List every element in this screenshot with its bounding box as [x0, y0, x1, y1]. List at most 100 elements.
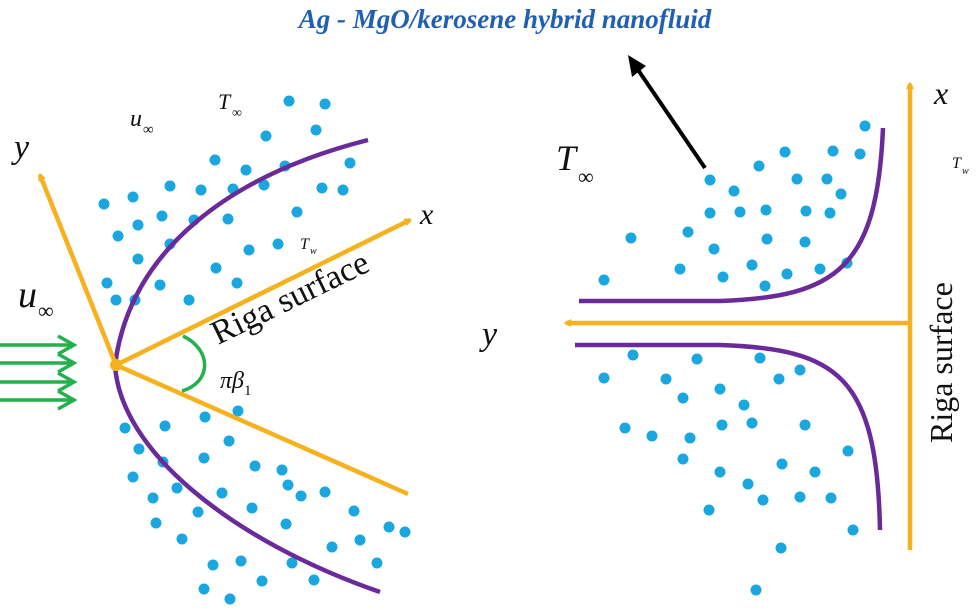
left-x-label: x [419, 198, 434, 231]
nanoparticle-dot [280, 518, 292, 530]
nanoparticle-dot [716, 419, 728, 431]
nanoparticle-dot [112, 230, 124, 242]
nanoparticle-dot [199, 411, 211, 423]
nanoparticle-dot [159, 420, 171, 432]
flow-arrow-4-head [57, 389, 78, 411]
nanoparticle-dot [814, 263, 826, 275]
nanoparticle-dot [809, 466, 821, 478]
nanoparticle-dot [703, 504, 715, 516]
infinity-subscript: ∞ [143, 122, 154, 138]
nanoparticle-dot [286, 557, 298, 569]
nanoparticle-dot [133, 443, 145, 455]
nanoparticle-dot [619, 422, 631, 434]
w-subscript: w [962, 166, 969, 177]
nanoparticle-dot [354, 534, 366, 546]
right-wall-temperature-label: T w [952, 155, 969, 177]
nanoparticle-dot [746, 259, 758, 271]
right-x-label: x [933, 75, 948, 111]
u-symbol: u [18, 274, 37, 316]
nanoparticle-dot [714, 383, 726, 395]
nanoparticle-dot [348, 505, 360, 517]
t-symbol: T [556, 138, 579, 178]
nanoparticle-dot [344, 157, 356, 169]
nanoparticle-dot [243, 244, 255, 256]
nanoparticle-dot [598, 274, 610, 286]
w-subscript: w [310, 246, 317, 257]
nanoparticle-dot [198, 452, 210, 464]
nanoparticle-dot [776, 458, 788, 470]
nanoparticle-dot [147, 492, 159, 504]
nanofluid-pointer-arrow [632, 62, 707, 170]
left-riga-surface-label: Riga surface [205, 244, 375, 352]
nanoparticle-dot [171, 482, 183, 494]
nanoparticle-dot [256, 575, 268, 587]
right-lower-boundary-curve [575, 342, 883, 531]
wedge-angle-label: πβ 1 [220, 368, 252, 399]
nanoparticle-dot [859, 120, 871, 132]
nanoparticle-dot [283, 95, 295, 107]
pointer-arrow-head [628, 55, 646, 77]
nanoparticle-dot [799, 419, 811, 431]
t-symbol: T [218, 89, 232, 114]
nanoparticle-dot [835, 188, 847, 200]
nanoparticle-dot [240, 164, 252, 176]
nanoparticle-dot [684, 432, 696, 444]
nanoparticle-dot [195, 184, 207, 196]
flow-arrow-2-head [57, 352, 78, 374]
nanoparticle-dot [249, 460, 261, 472]
nanoparticle-dot [224, 593, 236, 605]
nanoparticle-dot [198, 583, 210, 595]
left-freestream-label: u ∞ [18, 274, 54, 323]
t-symbol: T [952, 155, 962, 172]
nanoparticle-dot [750, 584, 762, 596]
nanoparticle-dot [691, 353, 703, 365]
nanoparticle-dot [222, 213, 234, 225]
left-ambient-temperature-label: T ∞ [218, 89, 242, 121]
nanoparticle-dot [209, 154, 221, 166]
left-axes [37, 175, 410, 497]
nanoparticle-dot [110, 294, 122, 306]
nanoparticle-dot [714, 466, 726, 478]
nanoparticle-dot [310, 124, 322, 136]
nanoparticle-dot [207, 559, 219, 571]
t-symbol: T [300, 236, 310, 253]
pi-beta-symbol: πβ [220, 368, 244, 394]
nanoparticle-dot [164, 180, 176, 192]
diagram-title: Ag - MgO/kerosene hybrid nanofluid [297, 4, 712, 34]
left-panel: y x u ∞ T ∞ u ∞ T w Riga surface πβ 1 [0, 89, 434, 605]
nanoparticle-dot [760, 204, 772, 216]
nanoparticle-dot [708, 243, 720, 255]
nanoparticle-dot [800, 205, 812, 217]
nanoparticle-dot [827, 145, 839, 157]
flow-arrow-1-head [57, 334, 78, 356]
nanoparticle-dot [156, 210, 168, 222]
nanoparticle-dot [319, 486, 331, 498]
nanoparticle-dot [371, 557, 383, 569]
nanoparticle-dot [781, 268, 793, 280]
nanoparticle-dot [677, 392, 689, 404]
left-y-axis [37, 175, 119, 366]
nanoparticle-dot [821, 173, 833, 185]
nanoparticle-dot [316, 182, 328, 194]
nanoparticle-dot [246, 502, 258, 514]
nanoparticle-dot [728, 185, 740, 197]
nanoparticle-dot [598, 372, 610, 384]
nanoparticle-dot [660, 373, 672, 385]
nanoparticle-dot [399, 526, 411, 538]
nanoparticle-dot [276, 464, 288, 476]
nanoparticle-dot [738, 399, 750, 411]
wedge-apex [110, 359, 122, 371]
right-ambient-temperature-label: T ∞ [556, 138, 594, 189]
nanoparticle-dot [824, 207, 836, 219]
nanoparticle-dot [791, 173, 803, 185]
infinity-subscript: ∞ [232, 106, 242, 121]
nanoparticle-dot [842, 445, 854, 457]
nanoparticle-dot [98, 198, 110, 210]
left-x-axis-riga-surface [115, 217, 410, 368]
nanoparticle-dot [119, 422, 131, 434]
nanoparticle-dot [854, 148, 866, 160]
left-top-freestream-label: u ∞ [130, 106, 154, 138]
nanoparticle-dot [260, 130, 272, 142]
nanoparticle-dot [646, 430, 658, 442]
